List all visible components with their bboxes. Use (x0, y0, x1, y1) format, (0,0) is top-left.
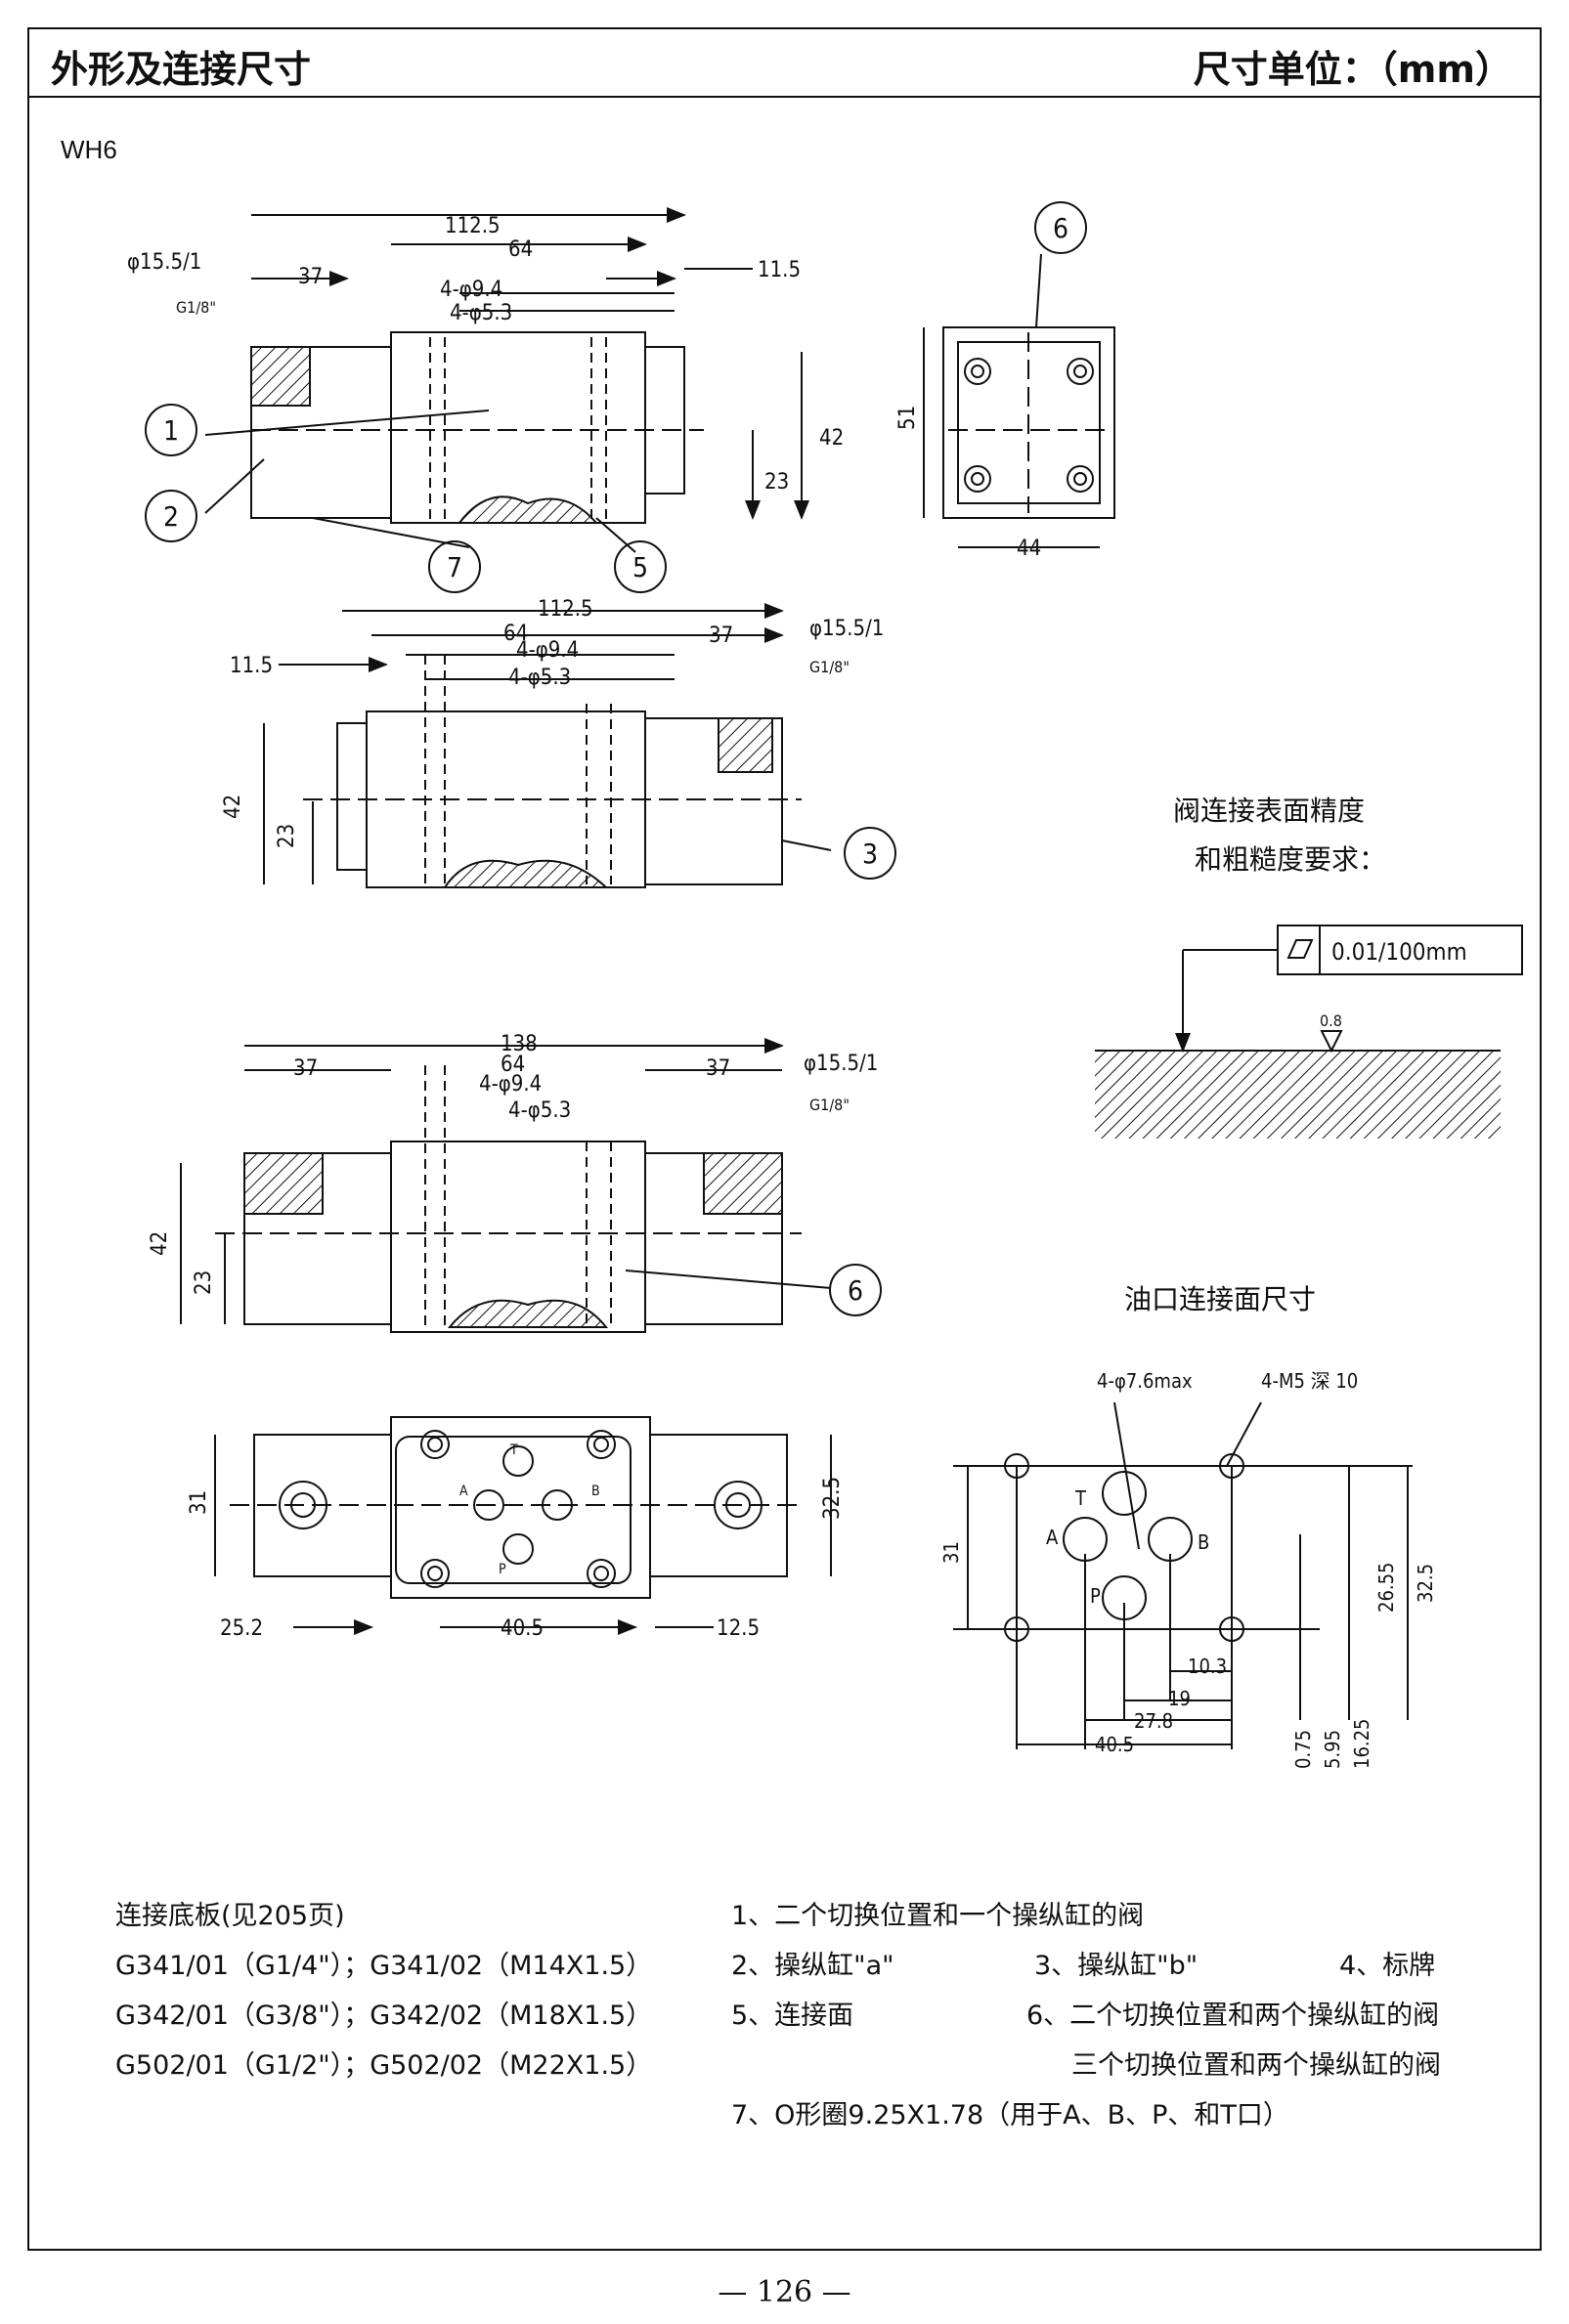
callout-6a: 6 (1053, 212, 1068, 244)
view-side-2 (263, 603, 896, 888)
flatness-value: 0.01/100mm (1331, 938, 1467, 966)
dim-64c: 64 (501, 1053, 525, 1077)
legend-left-line-2: G342/01（G3/8"）；G342/02（M18X1.5） (115, 2001, 653, 2031)
dim-5-95: 5.95 (1321, 1730, 1344, 1769)
port-t: T (509, 1442, 518, 1458)
port-face-title: 油口连接面尺寸 (1124, 1283, 1317, 1315)
dim-138: 138 (501, 1032, 538, 1056)
dim-42: 42 (819, 426, 844, 451)
dim-40-5: 40.5 (501, 1616, 544, 1641)
model-label: WH6 (61, 135, 117, 164)
dim-11-5: 11.5 (758, 258, 801, 282)
port-p: P (499, 1562, 506, 1577)
section-title: 外形及连接尺寸 (51, 48, 312, 91)
dim-37c: 37 (293, 1056, 318, 1081)
view-side-1 (145, 207, 809, 593)
port-t2: T (1074, 1486, 1087, 1510)
dim-23: 23 (764, 470, 789, 495)
legend-item-3: 3、操纵缸"b" (1034, 1951, 1199, 1981)
dim-23b: 23 (275, 824, 299, 848)
technical-drawings: 112.5 64 37 11.5 4-φ9.4 4-φ5.3 φ15.5/1 G… (127, 201, 1523, 1770)
callout-7: 7 (447, 551, 462, 583)
dim-112-5: 112.5 (445, 214, 501, 238)
legend-item-6: 6、二个切换位置和两个操纵缸的阀 (1026, 2001, 1440, 2031)
callout-3: 3 (862, 838, 878, 870)
dim-phi15c: φ15.5/1 (804, 1052, 878, 1076)
page-number: — 126 — (718, 2275, 851, 2309)
dim-16-25: 16.25 (1350, 1719, 1373, 1770)
dim-40-5b: 40.5 (1095, 1733, 1134, 1756)
dim-27-8: 27.8 (1134, 1709, 1173, 1733)
dim-64b: 64 (503, 622, 528, 646)
dim-g18c: G1/8" (809, 1096, 850, 1114)
legend-item-4: 4、标牌 (1339, 1951, 1436, 1981)
port-b2: B (1198, 1530, 1209, 1554)
callout-1: 1 (163, 414, 179, 447)
surface-title-1: 阀连接表面精度 (1173, 795, 1366, 827)
view-end (923, 201, 1115, 548)
view-port-face (953, 1401, 1413, 1749)
dim-25-2: 25.2 (220, 1616, 263, 1641)
port-a: A (459, 1484, 468, 1499)
dim-g18b: G1/8" (809, 658, 850, 676)
dim-g18: G1/8" (176, 298, 216, 317)
dim-51: 51 (895, 406, 920, 430)
page-frame (27, 27, 1542, 2251)
port-p2: P (1090, 1584, 1101, 1608)
dim-44: 44 (1017, 537, 1041, 561)
dim-32-5: 32.5 (820, 1477, 845, 1520)
base-plate-legend: 连接底板(见205页) G341/01（G1/4"）；G341/02（M14X1… (115, 1891, 652, 2090)
legend-left-line-3: G502/01（G1/2"）；G502/02（M22X1.5） (115, 2050, 653, 2081)
dim-19: 19 (1168, 1687, 1191, 1710)
port-a2: A (1046, 1526, 1059, 1549)
dim-10-3: 10.3 (1188, 1655, 1227, 1678)
dim-11-5b: 11.5 (230, 654, 273, 678)
legend-item-7: 7、O形圈9.25X1.78（用于A、B、P、和T口） (731, 2100, 1289, 2130)
callout-6b: 6 (848, 1274, 863, 1307)
dim-42b: 42 (221, 795, 245, 819)
callout-5: 5 (632, 551, 648, 583)
legend-item-5: 5、连接面 (731, 2001, 854, 2031)
dim-31: 31 (187, 1490, 211, 1515)
dim-0-75: 0.75 (1291, 1730, 1315, 1769)
dim-37d: 37 (706, 1056, 730, 1081)
legend-item-6b: 三个切换位置和两个操纵缸的阀 (1071, 2050, 1441, 2081)
dim-4-9-4b: 4-φ9.4 (516, 638, 579, 663)
port-b: B (591, 1484, 600, 1499)
legend-left-title: 连接底板(见205页) (115, 1901, 345, 1931)
dim-phi15: φ15.5/1 (127, 250, 201, 275)
roughness-value: 0.8 (1320, 1011, 1342, 1030)
dim-112-5b: 112.5 (538, 597, 593, 622)
dim-4-9-4c: 4-φ9.4 (479, 1072, 542, 1097)
view-plan (214, 1416, 832, 1635)
dim-4-9-4: 4-φ9.4 (440, 278, 502, 302)
dim-42c: 42 (148, 1231, 172, 1256)
legend-left-line-1: G341/01（G1/4"）；G341/02（M14X1.5） (115, 1951, 653, 1981)
view-side-3 (180, 1038, 882, 1333)
legend-item-2: 2、操纵缸"a" (731, 1951, 894, 1981)
dim-26-55: 26.55 (1374, 1563, 1398, 1614)
surface-spec (1095, 925, 1523, 1139)
dim-37: 37 (298, 265, 323, 289)
dim-64: 64 (508, 237, 533, 262)
dim-4-5-3: 4-φ5.3 (450, 301, 512, 325)
dim-12-5: 12.5 (717, 1616, 760, 1641)
page-header: 外形及连接尺寸 尺寸单位：（mm） (27, 27, 1542, 98)
dim-4-7-6: 4-φ7.6max (1097, 1369, 1193, 1393)
dim-4-5-3b: 4-φ5.3 (508, 666, 571, 690)
surface-title-2: 和粗糙度要求： (1195, 843, 1387, 876)
dim-4-m5: 4-M5 深 10 (1261, 1369, 1358, 1393)
dim-37b: 37 (709, 624, 733, 648)
dim-phi15b: φ15.5/1 (809, 617, 884, 641)
parts-legend: 1、二个切换位置和一个操纵缸的阀 2、操纵缸"a" 3、操纵缸"b" 4、标牌 … (731, 1891, 1513, 2140)
dim-4-5-3c: 4-φ5.3 (508, 1098, 571, 1123)
dim-31b: 31 (939, 1541, 963, 1564)
dim-32-5b: 32.5 (1414, 1564, 1437, 1603)
unit-label: 尺寸单位：（mm） (1193, 48, 1512, 91)
dim-23c: 23 (192, 1270, 216, 1295)
callout-2: 2 (163, 500, 179, 533)
legend-item-1: 1、二个切换位置和一个操纵缸的阀 (731, 1901, 1145, 1931)
